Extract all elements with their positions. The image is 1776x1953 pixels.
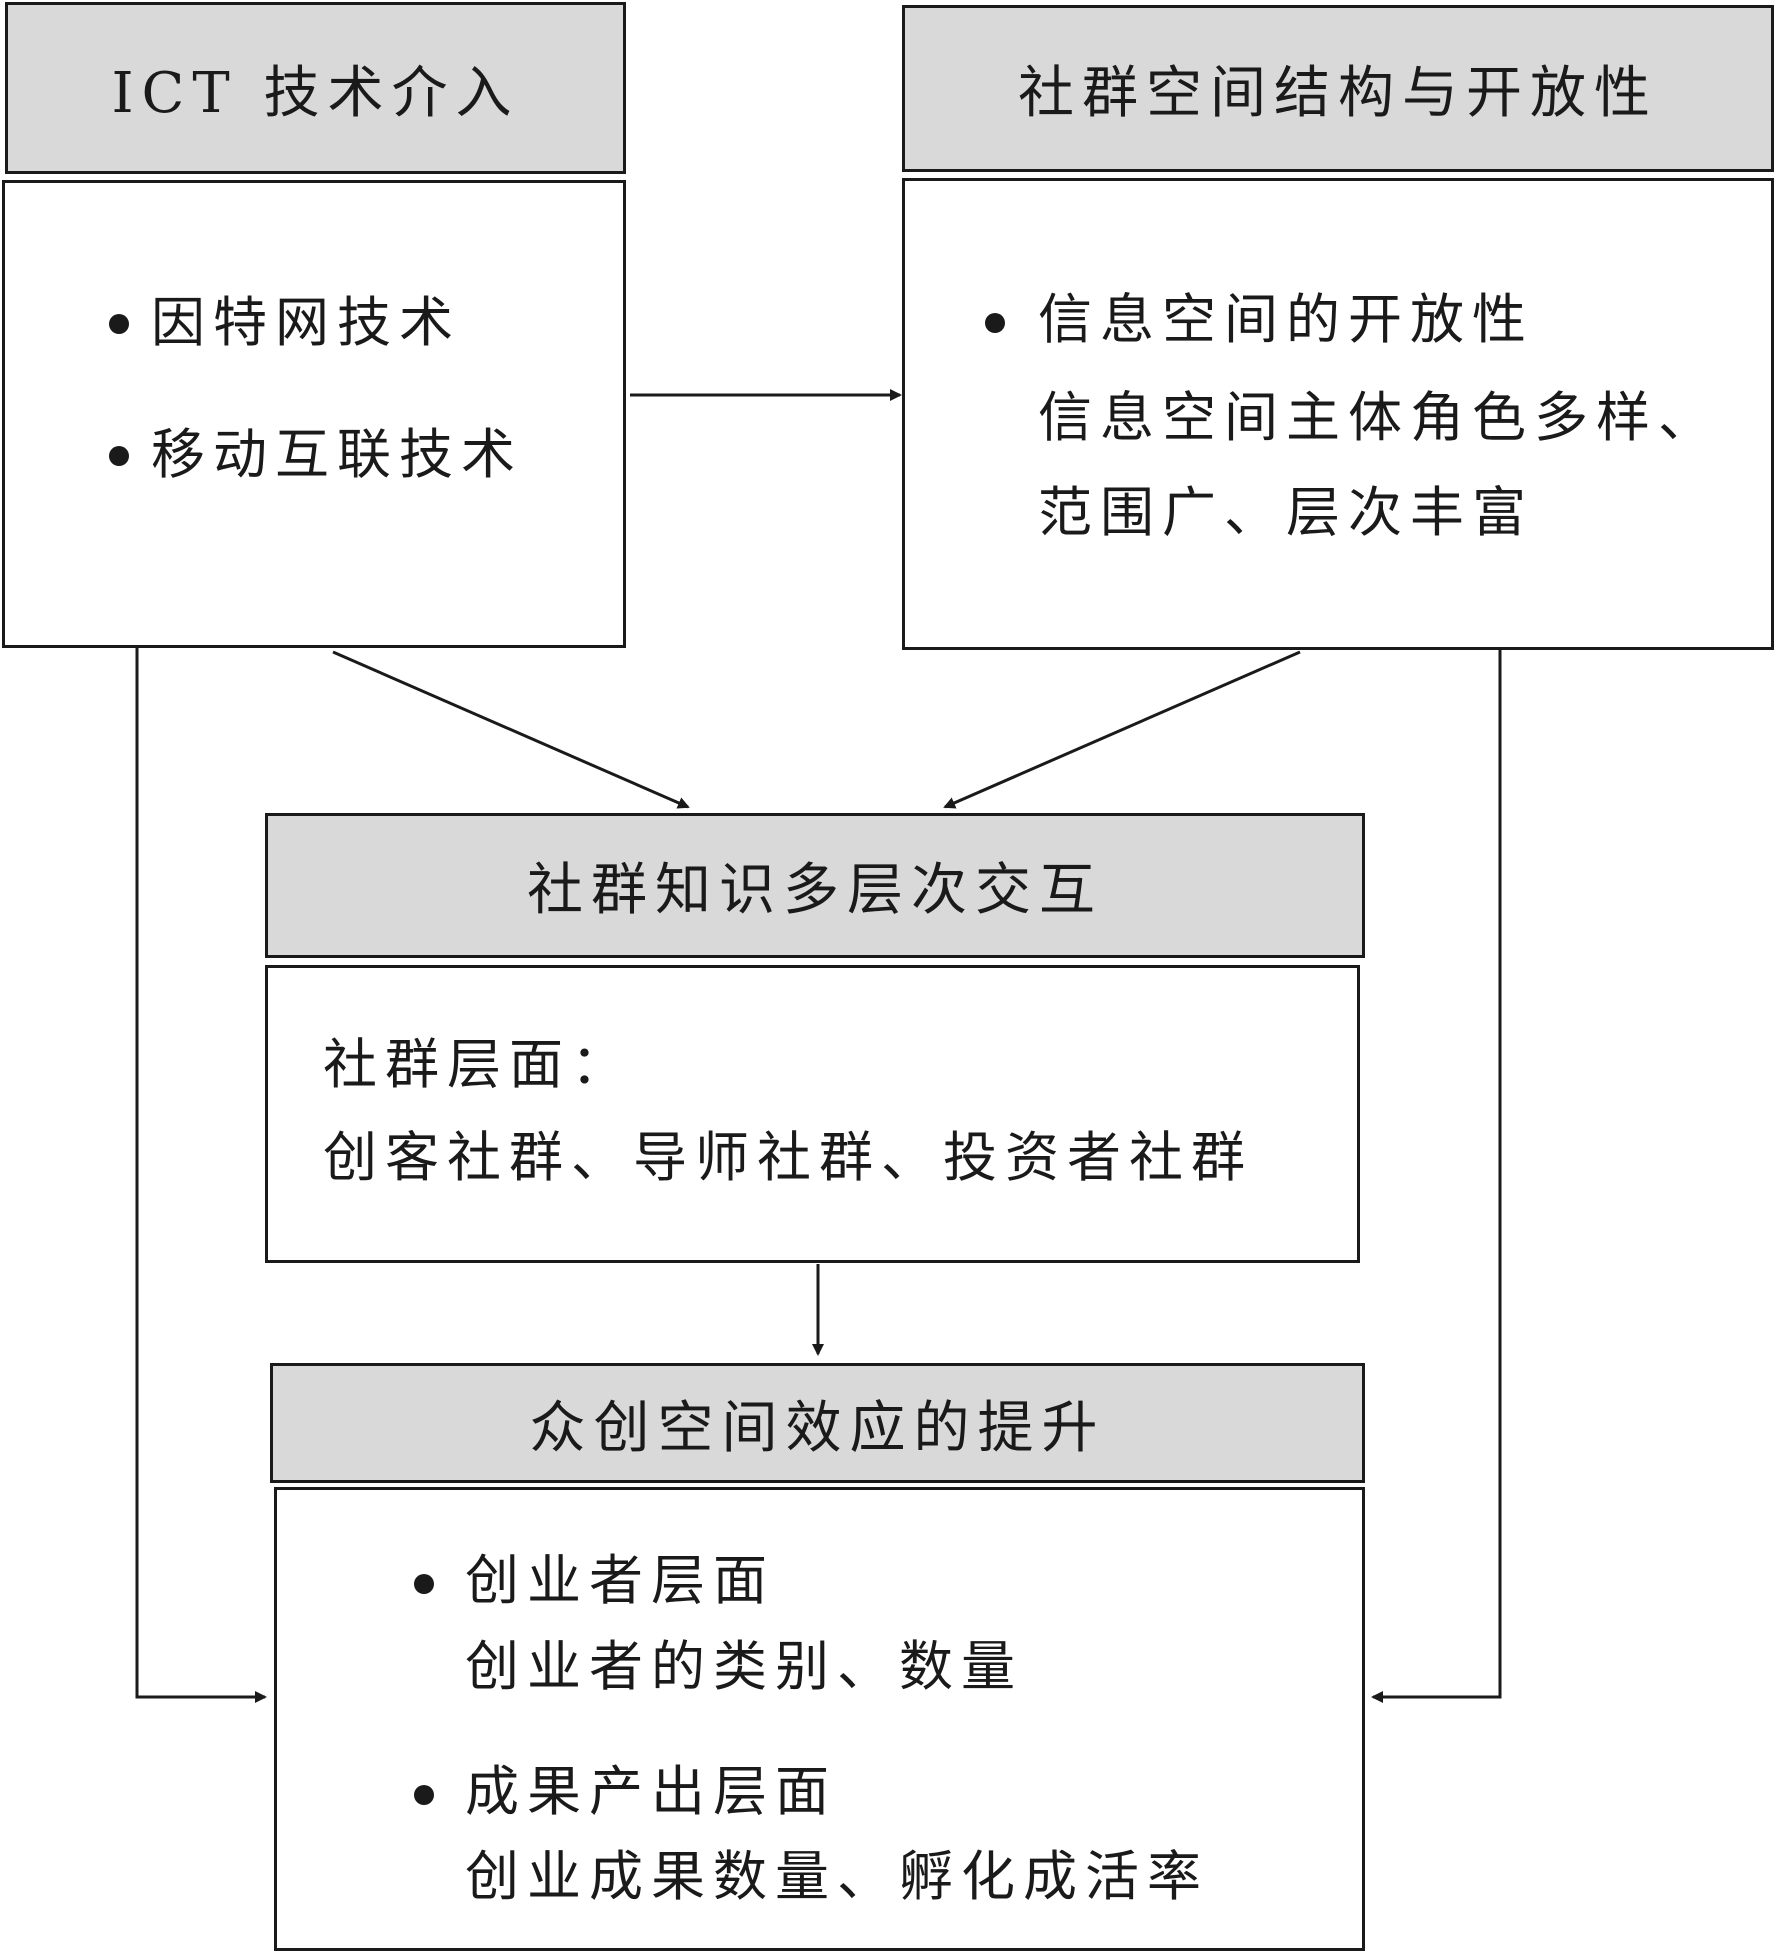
arrow-space-to-interaction [943, 650, 1301, 809]
ict-item-mobile: 移动互联技术 [151, 423, 523, 486]
bullet-icon [109, 446, 129, 466]
ict-item-internet: 因特网技术 [151, 291, 461, 354]
arrow-ict-to-effect [135, 648, 267, 1703]
effect-group-1-title: 创业者层面 [465, 1549, 775, 1612]
arrow-space-to-effect [1371, 650, 1502, 1703]
interaction-header-label: 社群知识多层次交互 [527, 858, 1103, 923]
bullet-icon [414, 1574, 434, 1594]
interaction-header: 社群知识多层次交互 [265, 813, 1365, 958]
effect-group-1-detail: 创业者的类别、数量 [465, 1635, 1023, 1698]
space-bullet: 信息空间的开放性 [1038, 288, 1534, 351]
space-detail-line-1: 信息空间主体角色多样、 [1038, 386, 1720, 449]
space-detail-line-2: 范围广、层次丰富 [1038, 481, 1534, 544]
ict-header-label: ICT 技术介入 [111, 60, 520, 126]
interaction-body: 社群层面： 创客社群、导师社群、投资者社群 [265, 965, 1360, 1263]
effect-header-label: 众创空间效应的提升 [529, 1395, 1106, 1461]
interaction-line-1: 社群层面： [323, 1033, 633, 1096]
space-header-label: 社群空间结构与开放性 [1018, 61, 1658, 126]
ict-header: ICT 技术介入 [5, 2, 626, 174]
ict-body: 因特网技术 移动互联技术 [2, 180, 626, 648]
effect-body: 创业者层面 创业者的类别、数量 成果产出层面 创业成果数量、孵化成活率 [274, 1487, 1365, 1951]
effect-group-2-title: 成果产出层面 [465, 1760, 837, 1823]
space-body: 信息空间的开放性 信息空间主体角色多样、 范围广、层次丰富 [902, 178, 1774, 650]
effect-group-2-detail: 创业成果数量、孵化成活率 [465, 1845, 1209, 1908]
bullet-icon [985, 313, 1005, 333]
space-header: 社群空间结构与开放性 [902, 5, 1774, 172]
arrow-ict-to-interaction [332, 650, 690, 809]
effect-header: 众创空间效应的提升 [270, 1363, 1365, 1483]
bullet-icon [414, 1785, 434, 1805]
interaction-line-2: 创客社群、导师社群、投资者社群 [323, 1126, 1253, 1189]
bullet-icon [109, 314, 129, 334]
